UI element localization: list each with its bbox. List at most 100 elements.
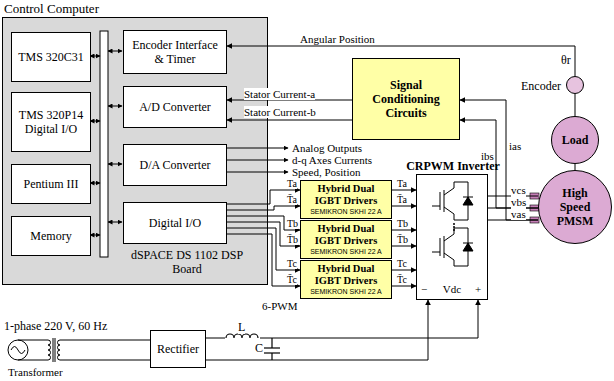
connector-label: vbs [511,196,526,208]
connector-label: vcs [511,184,526,196]
process-box: A/D Converter [123,86,227,128]
bus-arrows [90,51,122,235]
text-group: Hybrid Dual IGBT DriversSEMIKRON SKHI 22… [301,263,391,296]
signal-label: Ta [397,178,407,189]
text-group: Load [556,133,594,147]
signal-label: T̄b [397,234,408,245]
signal-label: Transformer [8,366,63,378]
signal-label: Tc [287,258,297,269]
signal-label: T̄c [287,274,297,285]
signal-label: T̄a [397,194,407,205]
text-group: TMS 320C31 [12,50,90,64]
node-label: Hybrid Dual IGBT Drivers [304,223,388,247]
signal-label: C [255,342,263,355]
connector [392,270,416,271]
connector [392,230,416,231]
text-group: Hybrid Dual IGBT DriversSEMIKRON SKHI 22… [301,223,391,256]
text-group: Encoder Interface & Timer [124,38,226,66]
text-group: High Speed PMSM [543,186,607,228]
node-label: A/D Converter [127,100,223,114]
process-box: TMS 320P14 Digital I/O [11,92,91,152]
node-label: Encoder Interface & Timer [127,38,223,66]
process-box: Memory [11,216,91,256]
node-label: Memory [15,229,87,243]
connector [392,246,416,247]
process-box: Rectifier [150,330,206,368]
signal-label: Analog Outputs [292,142,362,154]
signal-label: 1-phase 220 V, 60 Hz [4,320,107,333]
process-box: D/A Converter [123,144,227,186]
node-label: Rectifier [154,342,202,356]
node-sublabel: SEMIKRON SKHI 22 A [304,207,388,216]
connector-label: Stator Current-a [244,88,315,100]
connector [227,206,300,210]
node-sublabel: SEMIKRON SKHI 22 A [304,287,388,296]
process-box: Encoder Interface & Timer [123,30,227,74]
connector [227,190,300,204]
connector [392,286,416,287]
text-group: Rectifier [151,342,205,356]
node-label: Pentium III [15,177,87,191]
signal-label: Speed, Position [292,166,360,178]
encoder-symbol: Encoder [566,76,584,94]
inductor-symbol [226,334,258,338]
driver-box: Hybrid Dual IGBT DriversSEMIKRON SKHI 22… [300,260,392,299]
conditioning-box: Signal Conditioning Circuits [352,58,460,140]
text-group: Digital I/O [124,216,226,230]
node-label: Digital I/O [127,216,223,230]
process-box: Pentium III [11,164,91,204]
text-group: D/A Converter [124,158,226,172]
connector-label: ibs [481,150,494,162]
connector [575,94,576,116]
driver-box: Hybrid Dual IGBT DriversSEMIKRON SKHI 22… [300,220,392,259]
node-label: D/A Converter [127,158,223,172]
node-label: TMS 320P14 Digital I/O [15,108,87,136]
text-group: Pentium III [12,177,90,191]
signal-label: L [238,321,245,334]
connector [227,120,352,121]
panel-heading: Control Computer [4,1,99,16]
analog-output-arrows [226,148,288,172]
inverter-box: CRPWM InverterVdc [416,174,488,300]
signal-label: θr [561,54,571,67]
signal-label: d-q Axes Currents [292,154,372,166]
signal-label: T̄a [287,194,297,205]
text-group: A/D Converter [124,100,226,114]
text-group: Signal Conditioning Circuits [353,78,459,120]
inverter-dots [453,223,455,231]
connector-label: ias [509,140,521,152]
inverter-fill [416,174,488,300]
control-computer-panel: Control ComputerdSPACE DS 1102 DSP Board… [2,17,268,285]
text-group: Memory [12,229,90,243]
signal-label: Tb [287,218,298,229]
machine-circle: High Speed PMSM [538,170,612,244]
process-box: Digital I/O [123,202,227,244]
signal-label: Ta [287,178,297,189]
node-label: Hybrid Dual IGBT Drivers [304,263,388,287]
connector-label: Angular Position [300,33,375,45]
node-label: Hybrid Dual IGBT Drivers [304,183,388,207]
connector [392,190,416,191]
signal-label: T̄b [287,234,298,245]
inverter-heading: CRPWM Inverter [393,159,513,173]
machine-circle: Load [551,116,599,164]
node-label: Load [559,133,591,147]
text-group: Hybrid Dual IGBT DriversSEMIKRON SKHI 22… [301,183,391,216]
node-label: High Speed PMSM [546,186,604,228]
process-box: TMS 320C31 [11,32,91,82]
node-sublabel: SEMIKRON SKHI 22 A [304,247,388,256]
capacitor-symbol [264,338,280,360]
signal-label: T̄c [397,274,407,285]
signal-label: − [421,283,427,295]
encoder-label: Encoder [521,79,561,93]
connector-label: Stator Current-b [244,106,316,118]
data-bus [100,31,108,257]
panel-fill [2,17,268,285]
dc-voltage: Vdc [435,283,469,296]
connector-label: vas [511,208,526,220]
board-name: dSPACE DS 1102 DSP Board [123,248,251,276]
driver-box: Hybrid Dual IGBT DriversSEMIKRON SKHI 22… [300,180,392,219]
node-label: Signal Conditioning Circuits [356,78,456,120]
connector [392,206,416,207]
